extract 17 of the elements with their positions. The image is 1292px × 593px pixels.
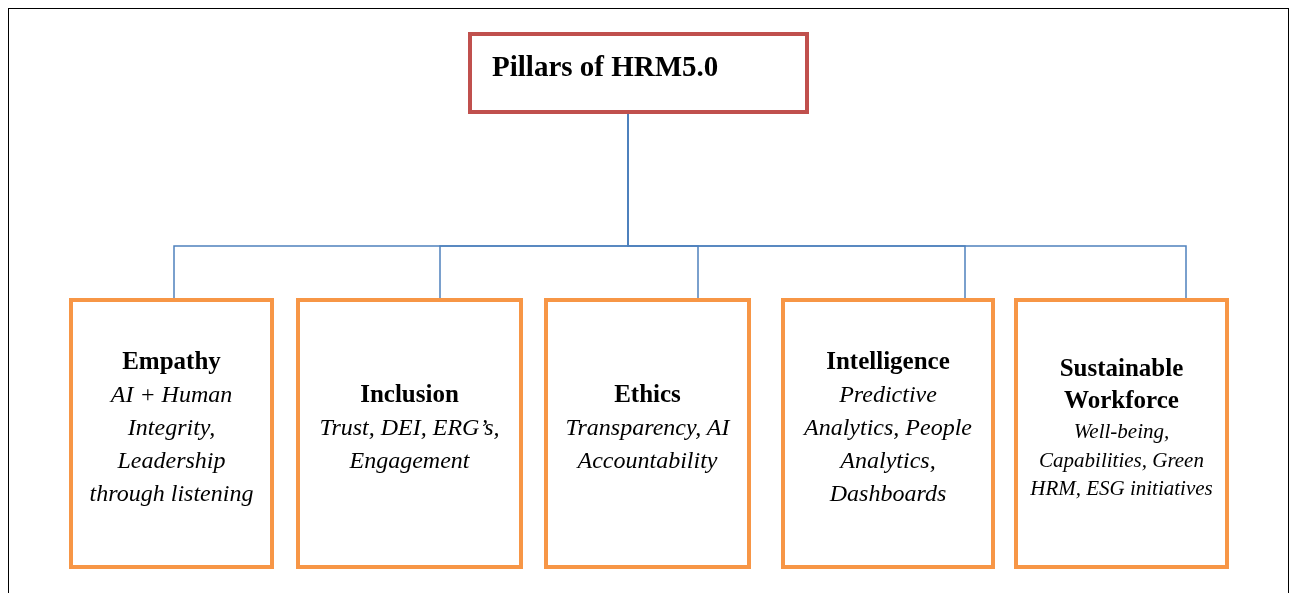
box-description: Well-being, Capabilities, Green HRM, ESG initiatives bbox=[1029, 417, 1214, 503]
pillar-box bbox=[544, 298, 751, 569]
pillar-box bbox=[296, 298, 523, 569]
box-description: AI + Human Integrity, Leadership through listening bbox=[88, 379, 255, 508]
pillar-box bbox=[69, 298, 274, 569]
box-heading: Inclusion bbox=[360, 379, 459, 410]
title-box bbox=[468, 32, 809, 114]
box-heading: Empathy bbox=[122, 346, 221, 377]
box-heading: Sustainable Workforce bbox=[1058, 352, 1185, 416]
pillar-box bbox=[1014, 298, 1229, 569]
box-heading: Ethics bbox=[614, 379, 681, 410]
pillar-box bbox=[781, 298, 995, 569]
box-description: Predictive Analytics, People Analytics, Dashboards bbox=[802, 379, 973, 508]
box-description: Trust, DEI, ERG’s, Engagement bbox=[318, 412, 501, 475]
box-heading: Pillars of HRM5.0 bbox=[492, 49, 719, 85]
box-description: Transparency, AI Accountability bbox=[564, 412, 732, 475]
box-heading: Intelligence bbox=[826, 346, 950, 377]
